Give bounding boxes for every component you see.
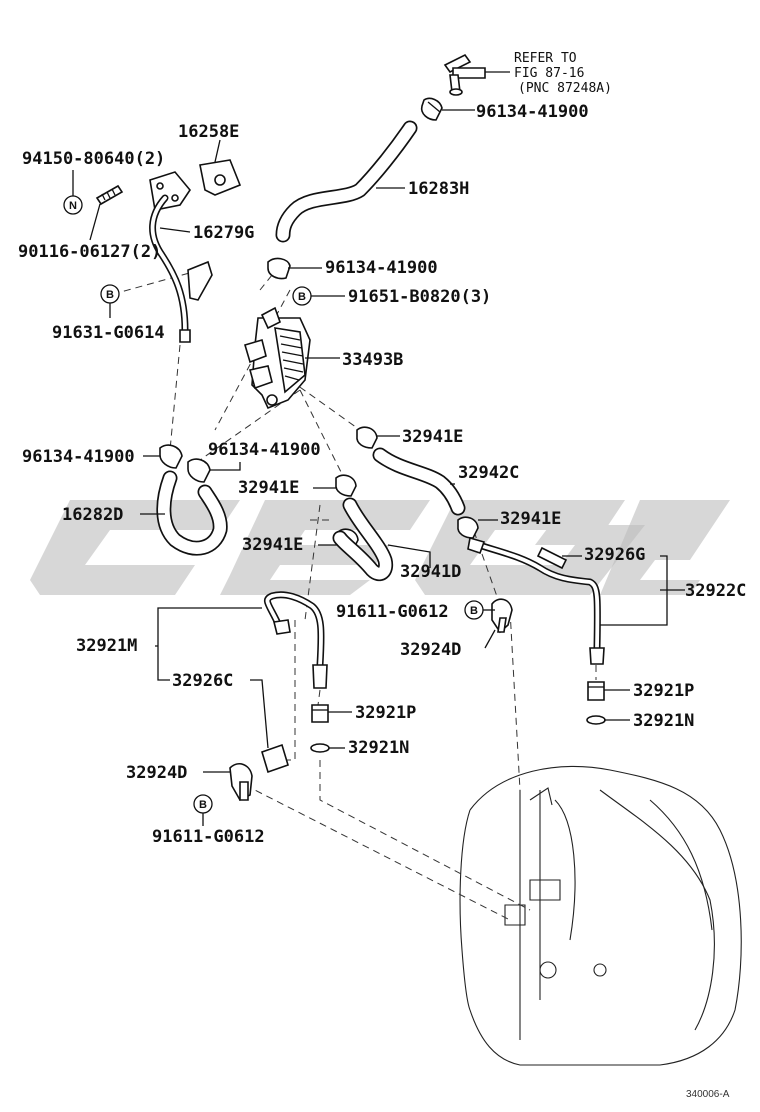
gasket-16258e xyxy=(199,159,242,196)
hose-32926c xyxy=(261,743,289,774)
transmission-case xyxy=(459,765,742,1066)
label-16258e: 16258E xyxy=(178,122,239,142)
t-fitting xyxy=(443,53,486,96)
label-32921p-right: 32921P xyxy=(633,681,694,701)
label-32921n-right: 32921N xyxy=(633,711,694,731)
label-91611-right: 91611-G0612 xyxy=(336,602,449,622)
bolt-badge-91611-left: B xyxy=(193,794,213,814)
label-32941d: 32941D xyxy=(400,562,461,582)
label-32926g: 32926G xyxy=(584,545,645,565)
label-33493b: 33493B xyxy=(342,350,403,370)
clip-32941e-b xyxy=(335,474,357,497)
leader-lines xyxy=(72,109,685,826)
label-96134-mid: 96134-41900 xyxy=(325,258,438,278)
bolt-badge-91651-letter: B xyxy=(298,291,306,303)
clip-96134-center xyxy=(187,458,211,483)
washer-32921n-right xyxy=(586,715,606,725)
label-32942c: 32942C xyxy=(458,463,519,483)
label-32926c: 32926C xyxy=(172,671,233,691)
pipe-32922c xyxy=(467,536,605,665)
label-16279g: 16279G xyxy=(193,223,254,243)
label-32941e-d: 32941E xyxy=(242,535,303,555)
stud-bolt xyxy=(95,184,124,206)
hose-32941d xyxy=(332,497,394,582)
nut-badge-letter: N xyxy=(69,200,77,212)
clamp-32924d-left xyxy=(229,763,253,802)
label-32922c: 32922C xyxy=(685,581,746,601)
label-32921m: 32921M xyxy=(76,636,137,656)
label-16283h: 16283H xyxy=(408,179,469,199)
label-32921n-left: 32921N xyxy=(348,738,409,758)
hose-clip-mid xyxy=(267,257,291,280)
label-16282d: 16282D xyxy=(62,505,123,525)
clip-96134-left xyxy=(159,444,183,469)
hose-32942c xyxy=(372,447,466,516)
hose-16283h xyxy=(275,120,418,243)
hose-16282d xyxy=(156,470,228,556)
clip-32941e-c xyxy=(457,516,479,539)
label-32924d-right: 32924D xyxy=(400,640,461,660)
pipe-16279g xyxy=(149,171,191,343)
pipe-bracket xyxy=(187,260,213,301)
bolt-badge-91631: B xyxy=(100,284,120,304)
clip-32941e-a xyxy=(356,426,378,449)
label-94150: 94150-80640(2) xyxy=(22,149,165,169)
label-91651: 91651-B0820(3) xyxy=(348,287,491,307)
plug-32921p-left xyxy=(311,704,329,723)
label-91631: 91631-G0614 xyxy=(52,323,165,343)
label-32941e-b: 32941E xyxy=(238,478,299,498)
label-90116: 90116-06127(2) xyxy=(18,242,161,262)
clamp-32924d-right xyxy=(491,598,513,634)
figure-code: 340006-A xyxy=(686,1089,730,1100)
label-96134-top: 96134-41900 xyxy=(476,102,589,122)
oil-cooler-33493b xyxy=(244,306,311,410)
hose-clip-top xyxy=(420,97,443,121)
bolt-badge-91611-right-letter: B xyxy=(470,605,478,617)
washer-32921n-left xyxy=(310,743,330,753)
plug-32921p-right xyxy=(587,681,605,701)
refer-line-3: (PNC 87248A) xyxy=(518,81,612,96)
bolt-badge-91611-left-letter: B xyxy=(199,799,207,811)
label-32941e-a: 32941E xyxy=(402,427,463,447)
label-96134-left: 96134-41900 xyxy=(22,447,135,467)
bolt-badge-91611-right: B xyxy=(464,600,484,620)
watermark-logo xyxy=(30,500,730,595)
label-32941e-c: 32941E xyxy=(500,509,561,529)
label-96134-center: 96134-41900 xyxy=(208,440,321,460)
pipe-32921m xyxy=(264,591,328,689)
bolt-badge-91651: B xyxy=(292,286,312,306)
nut-badge: N xyxy=(63,195,83,215)
refer-line-1: REFER TO xyxy=(514,51,577,66)
bolt-badge-91631-letter: B xyxy=(106,289,114,301)
label-91611-left: 91611-G0612 xyxy=(152,827,265,847)
refer-line-2: FIG 87-16 xyxy=(514,66,584,81)
hose-32926g xyxy=(536,546,568,570)
label-32921p-left: 32921P xyxy=(355,703,416,723)
label-32924d-left: 32924D xyxy=(126,763,187,783)
